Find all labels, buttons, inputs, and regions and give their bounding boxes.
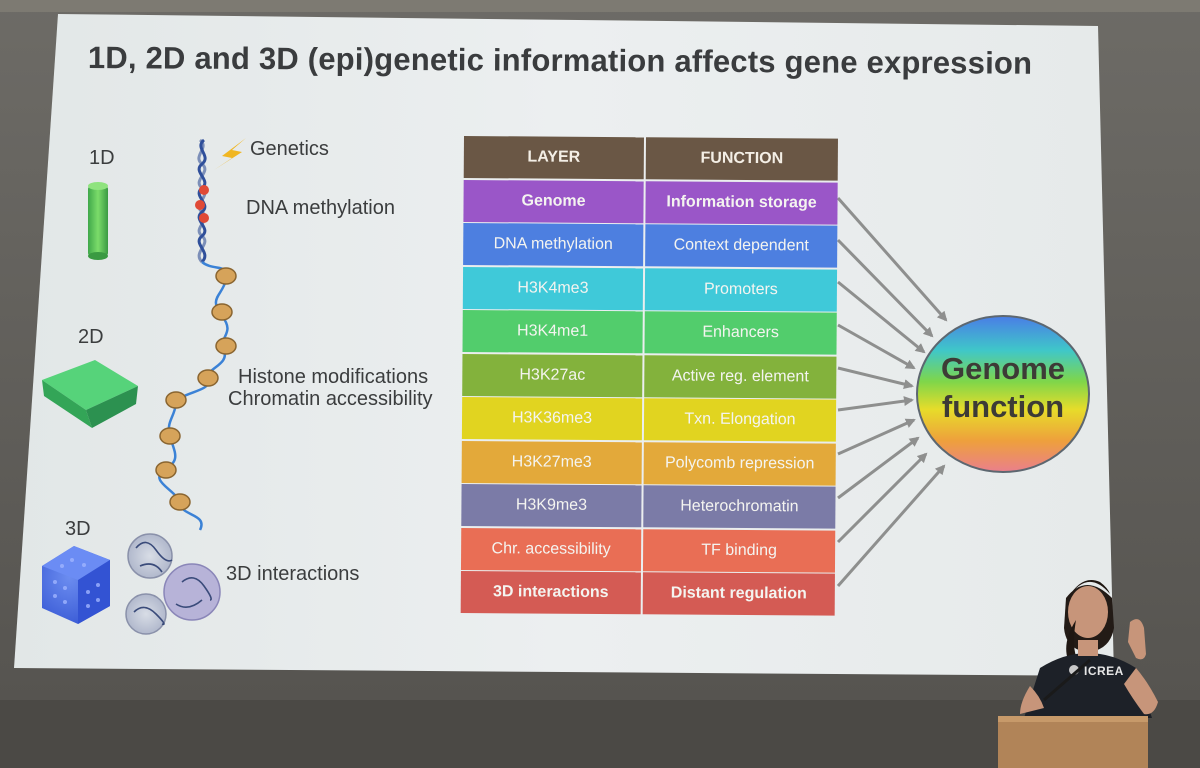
annotation-dna-methylation: DNA methylation	[246, 197, 395, 219]
annotation-chromatin-accessibility: Chromatin accessibility	[228, 388, 433, 410]
cell-layer: H3K4me1	[462, 309, 643, 354]
cell-layer: DNA methylation	[463, 222, 644, 267]
cell-layer: H3K36me3	[461, 396, 643, 441]
table-row: H3K36me3 Txn. Elongation	[461, 396, 837, 442]
table-row: 3D interactions Distant regulation	[460, 570, 835, 616]
genome-function-line2: function	[941, 389, 1065, 424]
nucleosome-icons	[155, 267, 237, 511]
table-row: H3K27ac Active reg. element	[462, 353, 837, 399]
table-row: H3K4me3 Promoters	[462, 266, 838, 312]
podium	[998, 716, 1148, 768]
cell-layer: H3K27ac	[462, 353, 643, 397]
ceiling-strip	[0, 0, 1200, 12]
cell-function: Enhancers	[644, 311, 837, 355]
slide-title: 1D, 2D and 3D (epi)genetic information a…	[87, 40, 1033, 81]
cell-function: Information storage	[645, 180, 838, 225]
cell-layer: H3K27me3	[461, 440, 642, 484]
cell-function: Context dependent	[645, 224, 838, 268]
header-layer: LAYER	[463, 136, 644, 180]
genome-function-circle	[916, 315, 1090, 473]
table-row: DNA methylation Context dependent	[463, 222, 838, 268]
cell-layer: H3K4me3	[462, 266, 644, 310]
cylinder-1d-icon	[88, 182, 108, 260]
cell-layer: 3D interactions	[460, 570, 641, 615]
label-1d: 1D	[89, 147, 115, 169]
slab-2d-icon	[42, 360, 138, 428]
table-row: H3K27me3 Polycomb repression	[461, 440, 836, 486]
chromosome-territories-icon	[125, 533, 221, 635]
genome-function-line1: Genome	[940, 351, 1066, 386]
cell-layer: Chr. accessibility	[460, 527, 642, 571]
table-row: Chr. accessibility TF binding	[460, 527, 836, 573]
header-function: FUNCTION	[645, 137, 838, 181]
chromatin-fiber	[158, 260, 229, 531]
cell-function: Active reg. element	[644, 354, 837, 399]
annotation-histone-modifications: Histone modifications	[238, 366, 429, 388]
table-header: LAYER FUNCTION	[463, 136, 838, 181]
cell-function: Promoters	[644, 267, 838, 312]
cell-function: Distant regulation	[642, 572, 835, 616]
arrows-to-genome-function	[836, 197, 948, 587]
dna-helix-icon	[197, 138, 207, 264]
annotation-3d-interactions: 3D interactions	[226, 563, 360, 585]
lightning-icon	[214, 138, 246, 170]
table-row: H3K9me3 Heterochromatin	[461, 483, 836, 529]
methylation-marks	[195, 185, 209, 223]
layer-function-table: LAYER FUNCTION Genome Information storag…	[460, 136, 838, 617]
cell-function: Txn. Elongation	[643, 398, 837, 442]
genome-function-label: Genome function	[920, 350, 1086, 426]
cell-function: TF binding	[642, 528, 836, 573]
cell-function: Heterochromatin	[643, 485, 836, 529]
cell-layer: H3K9me3	[461, 483, 642, 528]
table-row: Genome Information storage	[463, 179, 838, 225]
shirt-logo-text: ICREA	[1084, 664, 1124, 678]
label-3d: 3D	[65, 518, 91, 540]
cell-function: Polycomb repression	[643, 441, 836, 486]
label-2d: 2D	[78, 326, 104, 348]
speaker-person	[1020, 580, 1158, 718]
table-row: H3K4me1 Enhancers	[462, 309, 837, 355]
cell-layer: Genome	[463, 179, 644, 223]
cube-3d-icon	[42, 546, 110, 624]
annotation-genetics: Genetics	[250, 138, 329, 160]
